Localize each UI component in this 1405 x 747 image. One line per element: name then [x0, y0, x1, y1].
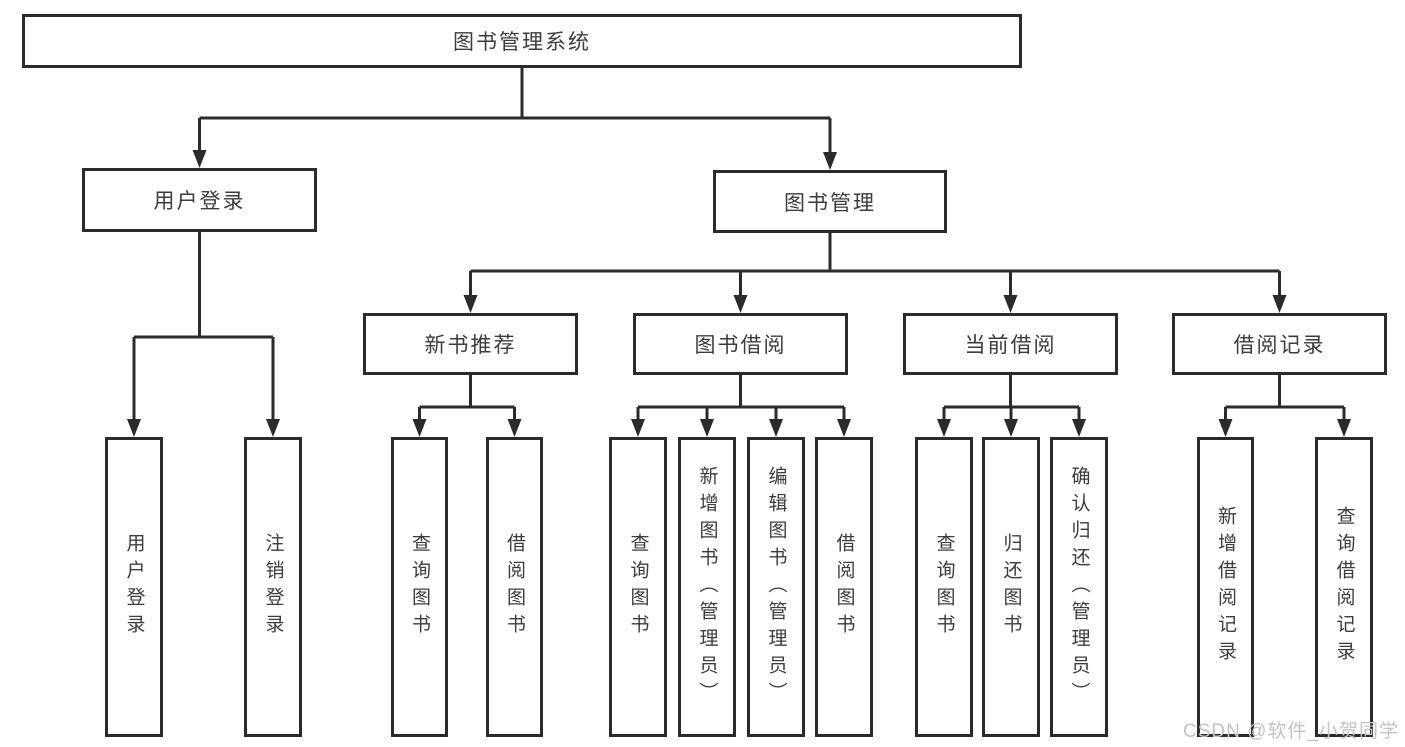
connector-book-borrow-children — [631, 375, 851, 437]
node-label: 确认归还（管理员） — [1068, 465, 1090, 709]
connector-borrow-records-children — [1218, 375, 1351, 437]
csdn-watermark: CSDN @软件_小贺同学 — [1183, 721, 1399, 742]
node-label: 新增借阅记录 — [1215, 506, 1236, 668]
node-label: 归还图书 — [1000, 533, 1022, 641]
node-add-borrow-record: 新增借阅记录 — [1197, 437, 1254, 737]
connector-new-book-children — [412, 375, 522, 437]
node-query-books-2: 查询图书 — [609, 437, 667, 737]
node-label: 注销登录 — [262, 533, 284, 641]
node-label: 查询图书 — [627, 533, 649, 641]
node-logout-leaf: 注销登录 — [244, 437, 302, 737]
node-borrow-books-1: 借阅图书 — [486, 437, 543, 737]
node-label: 查询借阅记录 — [1333, 506, 1355, 668]
node-label: 用户登录 — [123, 533, 145, 641]
connector-book-management-children — [463, 233, 1287, 313]
node-confirm-return-admin: 确认归还（管理员） — [1050, 437, 1108, 737]
node-label: 查询图书 — [933, 533, 955, 641]
node-add-book-admin: 新增图书（管理员） — [678, 437, 736, 737]
connector-current-borrow-children — [937, 375, 1086, 437]
node-book-borrow: 图书借阅 — [633, 313, 848, 375]
node-borrow-books-2: 借阅图书 — [815, 437, 873, 737]
node-book-management: 图书管理 — [713, 170, 947, 233]
node-label: 新增图书（管理员） — [696, 465, 718, 709]
node-label: 查询图书 — [409, 533, 430, 641]
node-user-login-leaf: 用户登录 — [105, 437, 163, 737]
connector-root-to-level1 — [192, 68, 837, 170]
node-borrow-records: 借阅记录 — [1172, 313, 1387, 375]
node-user-login: 用户登录 — [82, 168, 317, 232]
node-new-book-recommend: 新书推荐 — [363, 313, 578, 375]
node-return-books: 归还图书 — [982, 437, 1040, 737]
node-query-borrow-record: 查询借阅记录 — [1315, 437, 1373, 737]
node-current-borrow: 当前借阅 — [903, 313, 1118, 375]
node-label: 借阅图书 — [504, 533, 525, 641]
node-label: 编辑图书（管理员） — [765, 465, 787, 709]
node-label: 借阅图书 — [833, 533, 855, 641]
connector-user-login-children — [127, 232, 280, 437]
node-root-system: 图书管理系统 — [22, 14, 1022, 68]
node-query-books-1: 查询图书 — [391, 437, 448, 737]
node-edit-book-admin: 编辑图书（管理员） — [747, 437, 805, 737]
node-query-books-3: 查询图书 — [915, 437, 973, 737]
